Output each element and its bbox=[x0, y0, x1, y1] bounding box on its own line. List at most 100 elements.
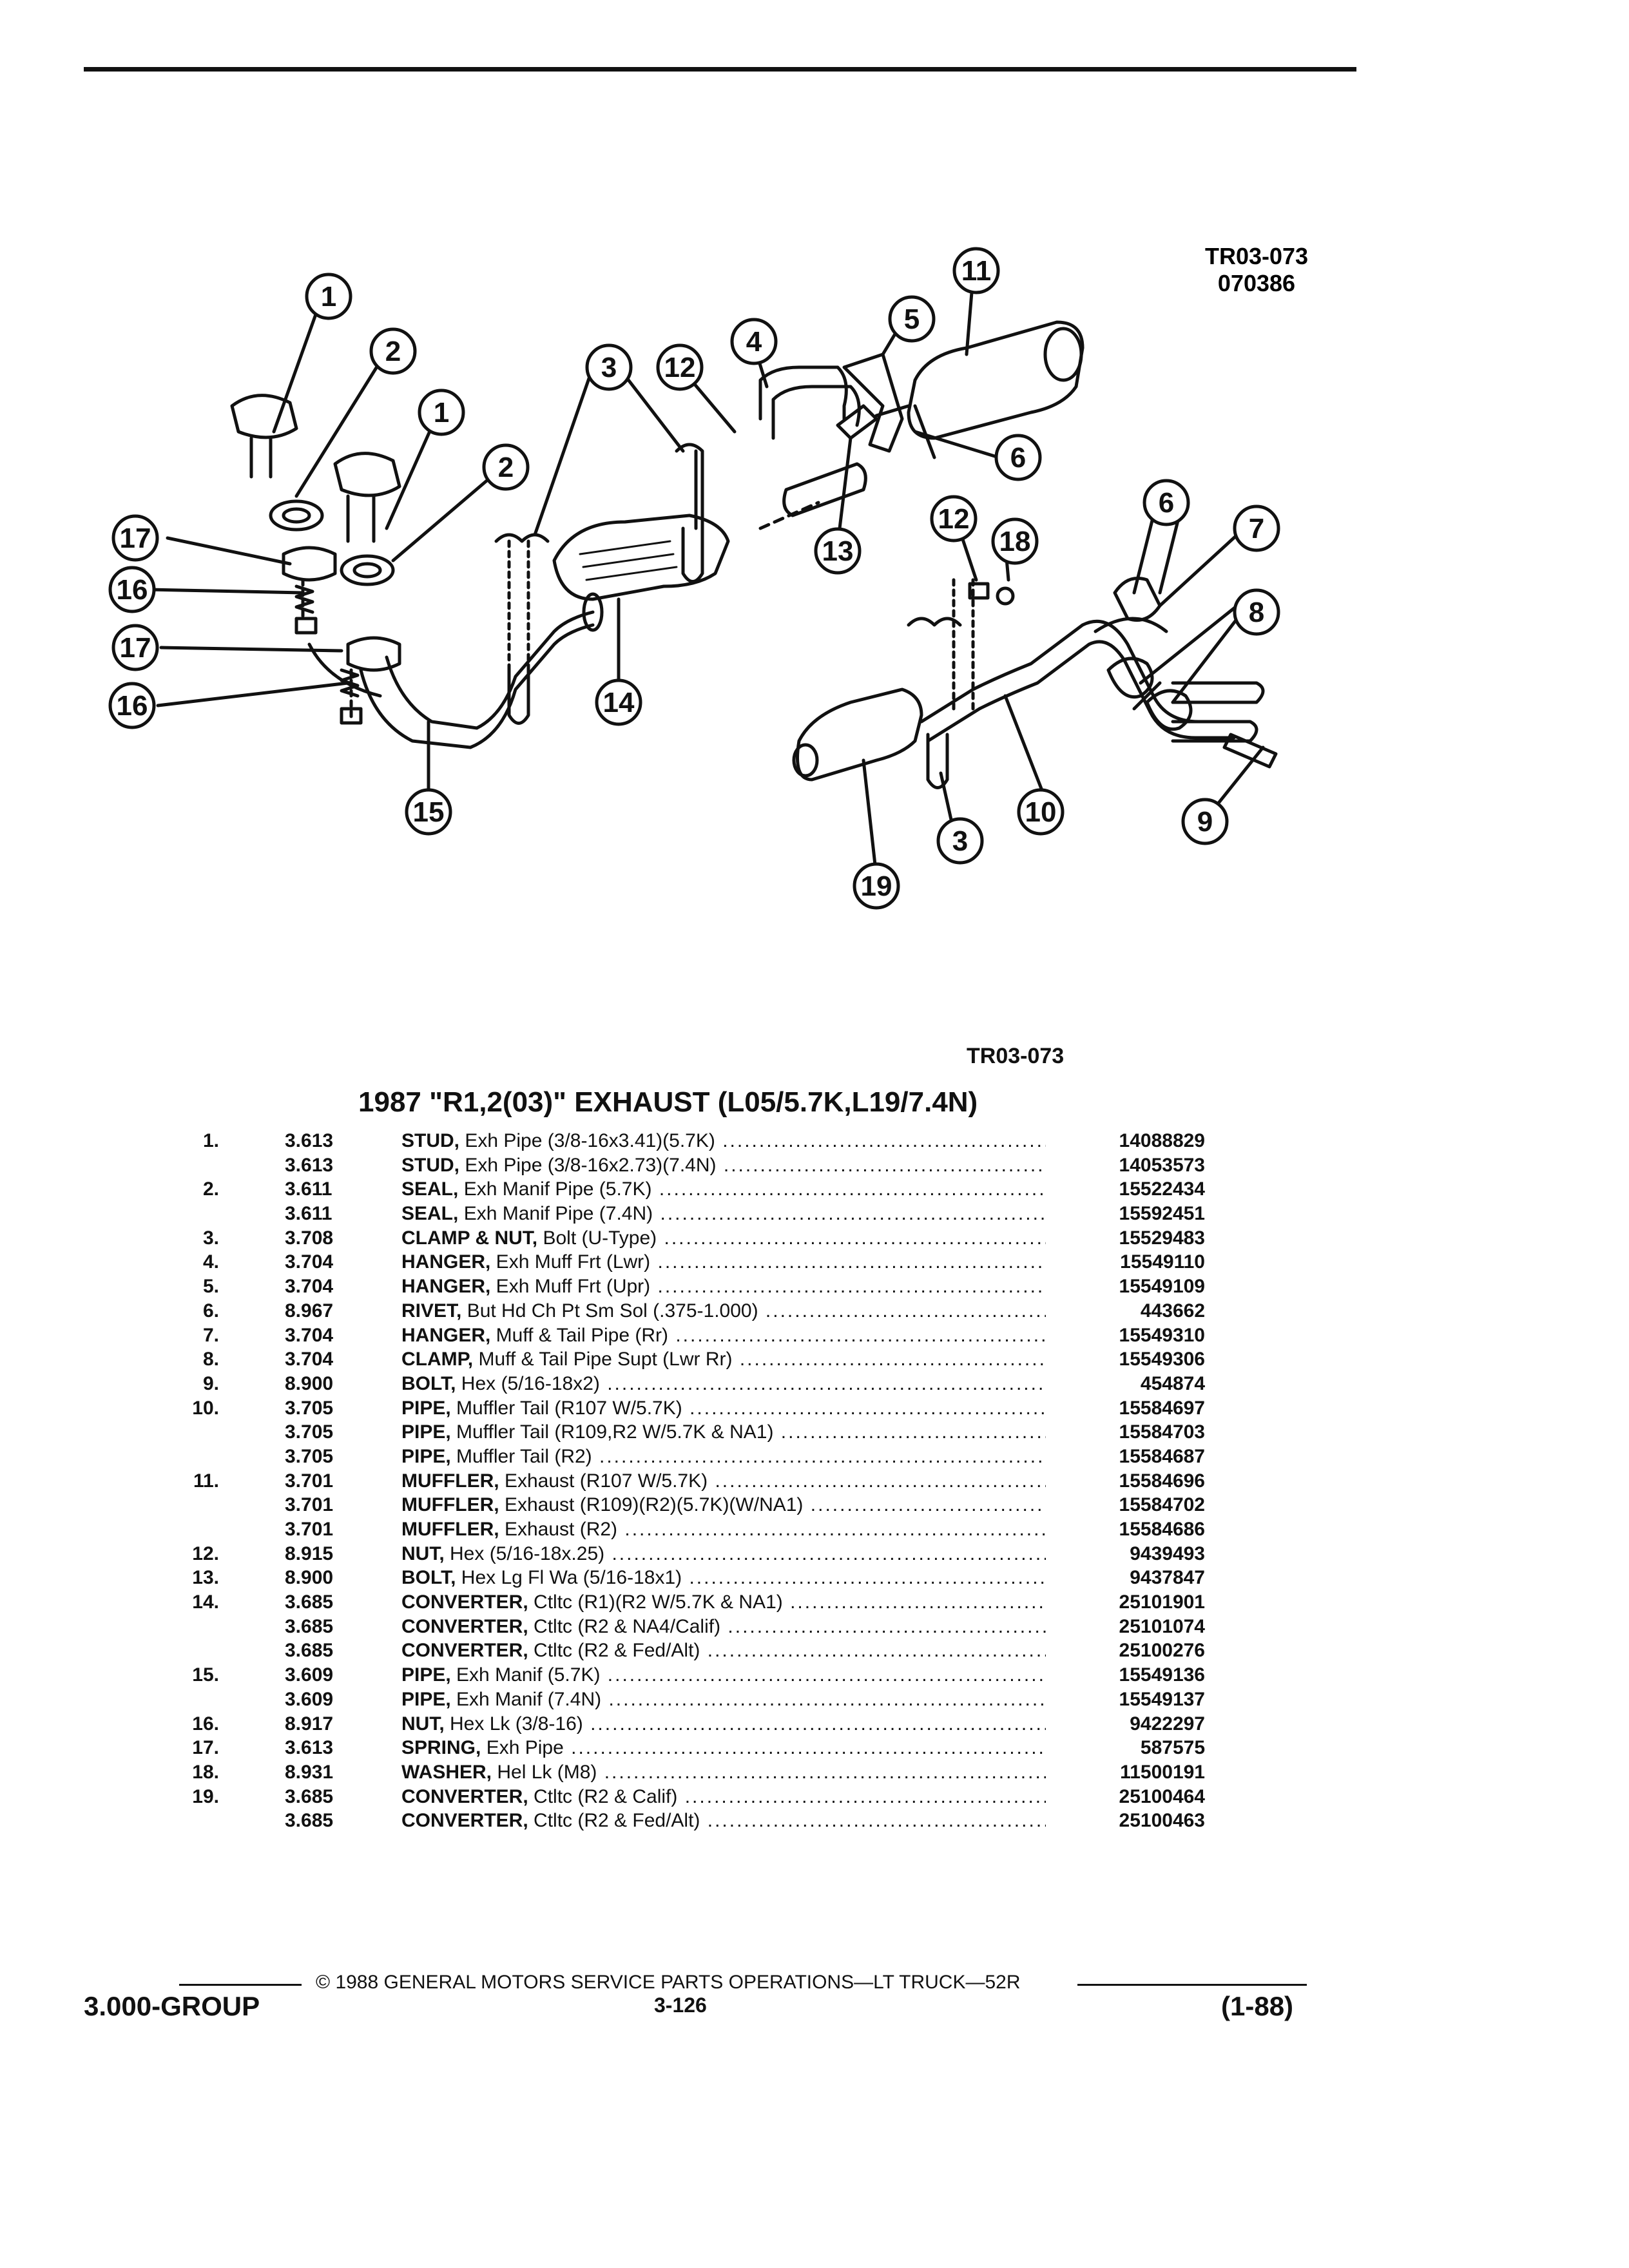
part-number: 15584696 bbox=[1119, 1470, 1205, 1492]
item-number: 12. bbox=[192, 1542, 219, 1564]
group-number: 3.611 bbox=[285, 1178, 333, 1200]
part-desc-text: Exh Manif Pipe (5.7K) bbox=[458, 1178, 652, 1200]
part-desc-text: Hex Lk (3/8-16) bbox=[444, 1713, 583, 1735]
part-desc-text: Ctltc (R2 & Fed/Alt) bbox=[528, 1640, 700, 1662]
group-number: 3.705 bbox=[285, 1445, 334, 1467]
seal-right bbox=[340, 554, 395, 586]
part-description: PIPE, Exh Manif (7.4N) .................… bbox=[401, 1688, 1046, 1710]
part-name: CONVERTER, bbox=[401, 1591, 528, 1613]
muffler-inlet-pipe bbox=[782, 462, 867, 517]
part-desc-text: Hel Lk (M8) bbox=[492, 1761, 597, 1783]
callout-number: 6 bbox=[1010, 442, 1026, 474]
callout-number: 14 bbox=[603, 687, 635, 718]
part-name: PIPE, bbox=[401, 1397, 451, 1419]
part-name: STUD, bbox=[401, 1130, 459, 1151]
group-number: 3.685 bbox=[285, 1615, 334, 1637]
part-name: HANGER, bbox=[401, 1251, 491, 1273]
part-description: STUD, Exh Pipe (3/8-16x3.41)(5.7K) .....… bbox=[401, 1130, 1046, 1151]
part-description: SEAL, Exh Manif Pipe (5.7K) ............… bbox=[401, 1178, 1046, 1200]
item-number: 19. bbox=[192, 1785, 219, 1807]
callout-circle bbox=[111, 514, 159, 562]
part-row: 3.685 CONVERTER, Ctltc (R2 & Fed/Alt) ...… bbox=[174, 1810, 1205, 1834]
callout-circle bbox=[952, 247, 1000, 294]
part-number: 15522434 bbox=[1119, 1178, 1205, 1200]
part-row: 3.609 PIPE, Exh Manif (7.4N) ............… bbox=[174, 1689, 1205, 1713]
part-number: 25100463 bbox=[1119, 1810, 1205, 1832]
item-number: 6. bbox=[202, 1300, 219, 1321]
manifold-flange-left-upper bbox=[230, 394, 298, 439]
callout-number: 15 bbox=[413, 796, 445, 828]
item-number: 3. bbox=[202, 1227, 219, 1249]
callout-circle bbox=[369, 327, 417, 375]
part-description: PIPE, Muffler Tail (R107 W/5.7K) .......… bbox=[401, 1397, 1046, 1419]
part-name: HANGER, bbox=[401, 1276, 491, 1298]
part-desc-text: Exh Pipe (3/8-16x3.41)(5.7K) bbox=[459, 1130, 715, 1151]
part-number: 15584687 bbox=[1119, 1445, 1205, 1467]
part-description: CONVERTER, Ctltc (R1)(R2 W/5.7K & NA1) .… bbox=[401, 1591, 1046, 1613]
seal-left bbox=[269, 499, 324, 532]
part-desc-text: Muffler Tail (R107 W/5.7K) bbox=[450, 1397, 682, 1419]
u-bolt-center bbox=[681, 526, 704, 583]
callout-circle bbox=[994, 434, 1042, 481]
caption-ref-code: TR03-073 bbox=[967, 1044, 1065, 1068]
group-number: 3.685 bbox=[285, 1640, 334, 1662]
part-desc-text: Exhaust (R107 W/5.7K) bbox=[499, 1470, 708, 1492]
part-description: HANGER, Exh Muff Frt (Lwr) .............… bbox=[401, 1251, 1046, 1273]
part-description: CLAMP, Muff & Tail Pipe Supt (Lwr Rr) ..… bbox=[401, 1349, 1046, 1370]
group-number: 3.685 bbox=[285, 1810, 334, 1832]
washer-rear bbox=[996, 586, 1015, 606]
diagram-date-code: 070386 bbox=[1218, 270, 1295, 296]
part-desc-text: Hex Lg Fl Wa (5/16-18x1) bbox=[456, 1567, 682, 1589]
item-number: 8. bbox=[202, 1349, 219, 1370]
part-number: 14053573 bbox=[1119, 1154, 1205, 1176]
part-description: BOLT, Hex Lg Fl Wa (5/16-18x1) .........… bbox=[401, 1567, 1046, 1589]
footer-rule-left bbox=[179, 1984, 302, 1986]
part-description: RIVET, But Hd Ch Pt Sm Sol (.375-1.000) … bbox=[401, 1300, 1046, 1321]
group-number: 3.708 bbox=[285, 1227, 334, 1249]
callout-circle bbox=[853, 862, 900, 910]
callout-number: 17 bbox=[120, 523, 151, 554]
part-description: MUFFLER, Exhaust (R107 W/5.7K) .........… bbox=[401, 1470, 1046, 1492]
part-name: CONVERTER, bbox=[401, 1785, 528, 1807]
part-description: CONVERTER, Ctltc (R2 & NA4/Calif) ......… bbox=[401, 1615, 1046, 1637]
part-description: SEAL, Exh Manif Pipe (7.4N) ............… bbox=[401, 1203, 1046, 1225]
item-number: 14. bbox=[192, 1591, 219, 1613]
group-number: 8.900 bbox=[285, 1567, 334, 1589]
part-name: PIPE, bbox=[401, 1445, 451, 1467]
group-number: 8.915 bbox=[285, 1542, 334, 1564]
tail-pipe-ends bbox=[1171, 681, 1265, 743]
callout-circle bbox=[585, 343, 633, 391]
group-number: 3.704 bbox=[285, 1324, 334, 1346]
callout-number: 17 bbox=[120, 632, 151, 664]
callout-number: 10 bbox=[1025, 796, 1057, 828]
part-name: CONVERTER, bbox=[401, 1615, 528, 1637]
part-desc-text: Muff & Tail Pipe (Rr) bbox=[490, 1324, 668, 1346]
bolt-13 bbox=[836, 404, 878, 440]
part-description: STUD, Exh Pipe (3/8-16x2.73)(7.4N) .....… bbox=[401, 1154, 1046, 1176]
group-number: 3.611 bbox=[285, 1203, 333, 1225]
part-desc-text: Exh Muff Frt (Lwr) bbox=[490, 1251, 651, 1273]
part-name: MUFFLER, bbox=[401, 1494, 499, 1516]
item-number: 13. bbox=[192, 1567, 219, 1589]
clamp-rear-upper bbox=[1106, 657, 1154, 698]
catalytic-converter bbox=[552, 514, 730, 601]
part-desc-text: Ctltc (R1)(R2 W/5.7K & NA1) bbox=[528, 1591, 783, 1613]
group-number: 3.705 bbox=[285, 1397, 334, 1419]
part-description: CONVERTER, Ctltc (R2 & Fed/Alt) ........… bbox=[401, 1810, 1046, 1832]
footer-copyright: © 1988 GENERAL MOTORS SERVICE PARTS OPER… bbox=[316, 1972, 1021, 1993]
part-number: 15549136 bbox=[1119, 1664, 1205, 1686]
callout-circle bbox=[1017, 788, 1065, 836]
callout-circle bbox=[405, 788, 452, 836]
group-number: 3.701 bbox=[285, 1519, 334, 1540]
group-number: 3.609 bbox=[285, 1688, 334, 1710]
part-number: 9439493 bbox=[1130, 1542, 1205, 1564]
